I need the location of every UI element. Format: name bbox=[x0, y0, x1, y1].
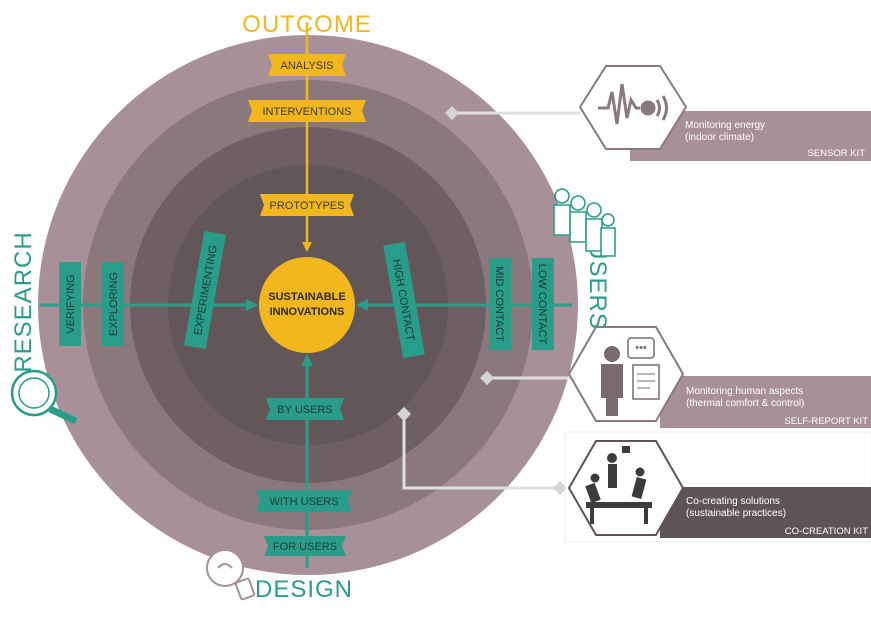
research-title: RESEARCH bbox=[10, 231, 37, 372]
svg-text:INTERVENTIONS: INTERVENTIONS bbox=[262, 106, 351, 118]
kit-title: Co-creating solutions bbox=[686, 496, 780, 507]
kit-subtitle: (indoor climate) bbox=[685, 132, 754, 143]
users-label-low-contact: LOW CONTACT bbox=[532, 258, 554, 350]
kit-name: CO-CREATION KIT bbox=[785, 526, 868, 537]
outcome-labels: ANALYSIS INTERVENTIONS PROTOTYPES bbox=[248, 54, 366, 216]
outcome-label-prototypes: PROTOTYPES bbox=[260, 194, 354, 216]
outcome-title: OUTCOME bbox=[242, 11, 372, 38]
design-label-for-users: FOR USERS bbox=[264, 536, 346, 556]
research-labels: VERIFYING EXPLORING EXPERIMENTING bbox=[59, 230, 226, 350]
kit-subtitle: (sustainable practices) bbox=[686, 508, 786, 519]
hexagon-frame bbox=[567, 440, 685, 536]
kit-self-report: ••• Monitoring human aspects (thermal co… bbox=[567, 326, 871, 428]
kit-title: Monitoring human aspects bbox=[686, 386, 803, 397]
design-label-by-users: BY USERS bbox=[266, 398, 344, 420]
hexagon-frame bbox=[578, 65, 688, 150]
connector-co-creation bbox=[402, 414, 560, 490]
center-node: SUSTAINABLE INNOVATIONS bbox=[259, 257, 355, 353]
svg-text:LOW CONTACT: LOW CONTACT bbox=[536, 264, 548, 345]
users-label-mid-contact: MID CONTACT bbox=[489, 258, 511, 350]
center-line-2: INNOVATIONS bbox=[270, 306, 345, 318]
outcome-label-interventions: INTERVENTIONS bbox=[248, 100, 366, 122]
kit-band bbox=[660, 487, 871, 538]
svg-text:FOR USERS: FOR USERS bbox=[273, 541, 337, 553]
svg-text:PROTOTYPES: PROTOTYPES bbox=[270, 200, 345, 212]
kit-border bbox=[564, 431, 871, 543]
svg-text:MID CONTACT: MID CONTACT bbox=[493, 266, 505, 342]
center-circle bbox=[259, 257, 355, 353]
svg-text:•••: ••• bbox=[635, 342, 647, 354]
kit-name: SELF-REPORT KIT bbox=[784, 416, 868, 427]
magnifier-icon bbox=[10, 369, 78, 425]
group-meeting-icon bbox=[585, 446, 652, 524]
svg-text:EXPLORING: EXPLORING bbox=[108, 272, 120, 336]
design-label-with-users: WITH USERS bbox=[256, 490, 352, 512]
research-label-verifying: VERIFYING bbox=[59, 262, 81, 346]
kit-title: Monitoring energy bbox=[685, 120, 765, 131]
center-line-1: SUSTAINABLE bbox=[268, 291, 345, 303]
svg-text:BY USERS: BY USERS bbox=[277, 404, 332, 416]
kit-co-creation: Co-creating solutions (sustainable pract… bbox=[564, 431, 871, 543]
kit-subtitle: (thermal comfort & control) bbox=[686, 398, 804, 409]
lightbulb-icon bbox=[206, 549, 256, 601]
svg-text:WITH USERS: WITH USERS bbox=[269, 496, 338, 508]
design-labels: BY USERS WITH USERS FOR USERS bbox=[256, 398, 352, 556]
users-labels: HIGH CONTACT MID CONTACT LOW CONTACT bbox=[383, 241, 554, 359]
outcome-label-analysis: ANALYSIS bbox=[268, 54, 346, 76]
design-title: DESIGN bbox=[255, 576, 353, 603]
svg-text:VERIFYING: VERIFYING bbox=[65, 274, 77, 333]
kit-band bbox=[660, 376, 871, 428]
svg-text:ANALYSIS: ANALYSIS bbox=[281, 60, 334, 72]
person-clipboard-icon: ••• bbox=[601, 337, 660, 416]
sensor-wave-icon bbox=[598, 83, 668, 125]
kit-sensor: Monitoring energy (indoor climate) SENSO… bbox=[578, 65, 871, 161]
connectors bbox=[402, 111, 580, 490]
research-label-exploring: EXPLORING bbox=[102, 262, 124, 346]
kit-name: SENSOR KIT bbox=[807, 148, 865, 159]
users-group-icon bbox=[553, 188, 616, 257]
connector-markers bbox=[396, 105, 568, 496]
